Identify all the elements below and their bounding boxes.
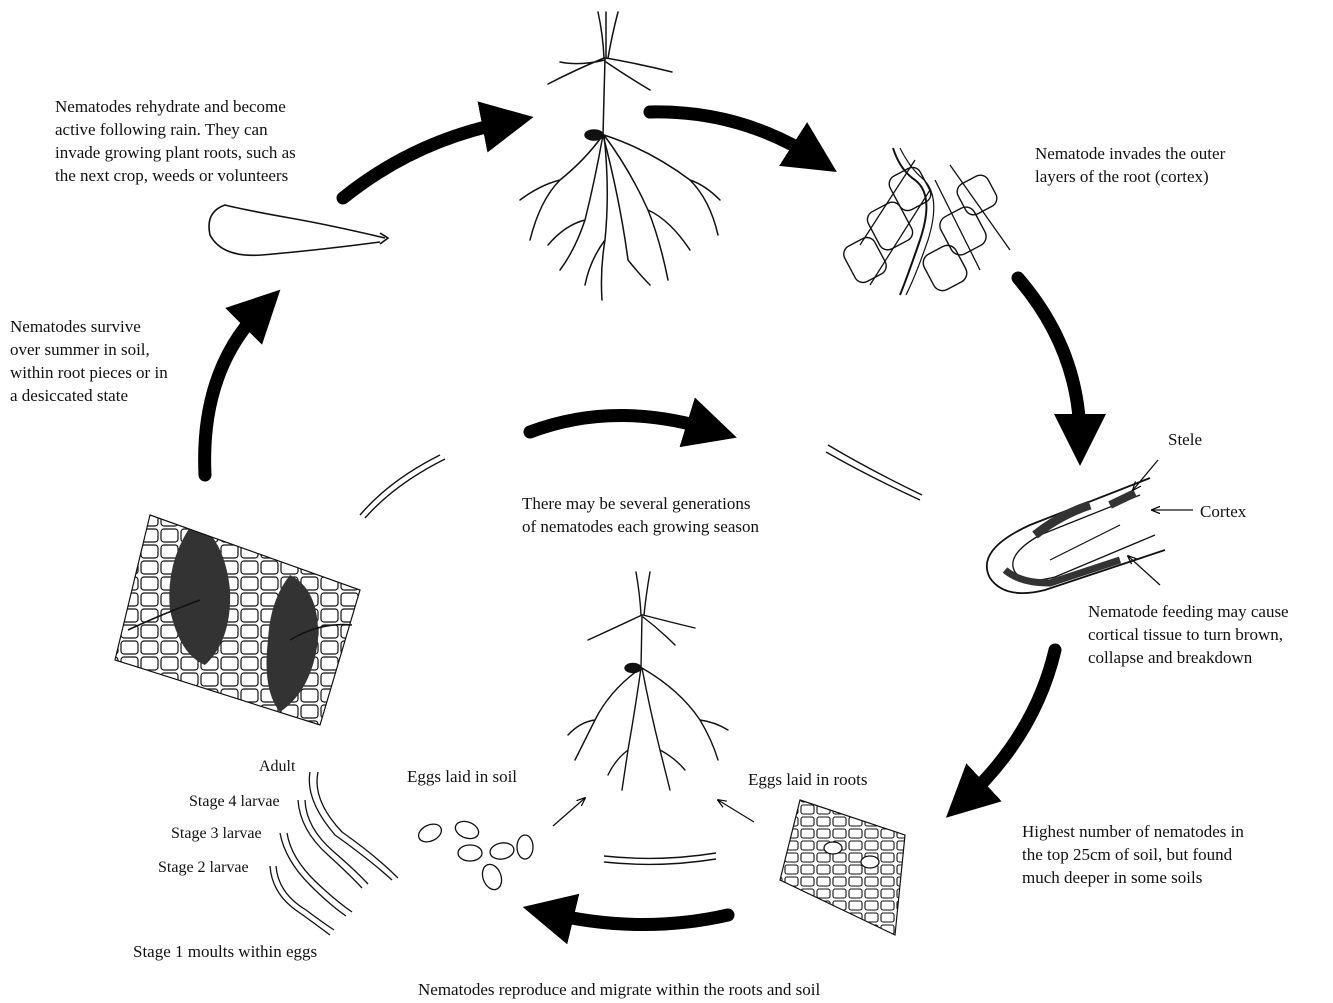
cycle-arrow-to-soil-tissue [965,650,1055,800]
cycle-arrow-to-rehydrate [205,308,262,475]
root-tissue-eggs-illustration [770,790,920,950]
caption-summer-survival: Nematodes survive over summer in soil, w… [10,315,210,407]
cycle-arrow-to-eggs-soil [548,913,728,925]
feeding-pointer [1128,556,1160,585]
caption-soil-depth: Highest number of nematodes in the top 2… [1022,820,1322,889]
caption-reproduce: Nematodes reproduce and migrate within t… [418,978,820,1001]
plant-bottom-illustration [568,572,728,790]
label-stage4: Stage 4 larvae [189,792,280,812]
caption-root-invasion: Nematode invades the outer layers of the… [1035,142,1325,188]
caption-eggs-roots: Eggs laid in roots [748,768,867,791]
label-stage2: Stage 2 larvae [158,858,249,878]
stele-pointer [1133,460,1158,490]
label-cortex: Cortex [1200,500,1246,523]
caption-stage1: Stage 1 moults within eggs [133,940,317,963]
plant-top-illustration [520,12,720,300]
life-stage-nematodes [270,772,398,935]
caption-generations: There may be several generations of nema… [522,492,842,538]
label-stage3: Stage 3 larvae [171,824,262,844]
root-invasion-illustration [841,148,1010,295]
caption-feeding-damage: Nematode feeding may cause cortical tiss… [1088,600,1333,669]
caption-eggs-soil: Eggs laid in soil [407,765,517,788]
label-stele: Stele [1168,428,1202,451]
lesion-tissue-illustration [100,500,380,740]
soil-eggs [416,798,754,892]
cycle-arrow-to-root-invasion [650,112,815,158]
caption-rehydrate: Nematodes rehydrate and become active fo… [55,95,355,187]
generation-arrow [530,415,712,432]
cycle-arrow-to-top-plant [343,122,508,198]
rehydrated-nematode-illustration [209,205,388,255]
label-adult: Adult [259,757,295,777]
cycle-arrow-to-root-section [1018,278,1080,440]
root-section-illustration [987,460,1193,593]
